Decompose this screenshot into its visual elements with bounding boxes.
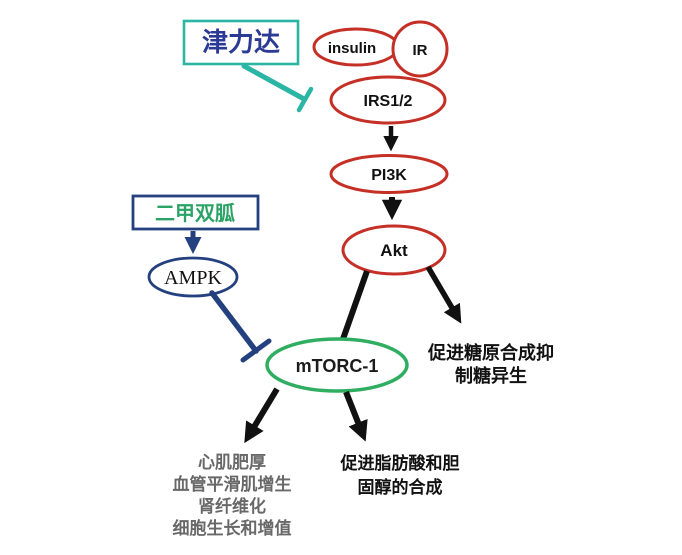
mtorc1-to-lipid-arrow — [343, 390, 368, 442]
ampk-inhibition-tbar — [240, 338, 272, 363]
ampk-inhibition-line — [209, 290, 259, 354]
mtorc1-label: mTORC-1 — [296, 356, 379, 376]
irs12-node — [329, 75, 447, 125]
ir-label: IR — [413, 42, 428, 59]
pathology-line1: 心肌肥厚 — [198, 453, 266, 472]
irs12-label: IRS1/2 — [364, 93, 413, 110]
akt-to-mtorc1-line — [340, 270, 370, 340]
jinlida-inhibition-tbar — [296, 86, 314, 113]
jinlida-inhibition-line — [241, 63, 307, 102]
glycogen-outcome-text: 促进糖原合成抑 制糖异生 — [427, 342, 554, 386]
pathology-outcome-text: 心肌肥厚 血管平滑肌增生 肾纤维化 细胞生长和增值 — [173, 453, 292, 538]
insulin-label: insulin — [328, 40, 376, 57]
metformin-drug-box — [131, 194, 260, 231]
pi3k-label: PI3K — [371, 167, 407, 184]
pi3k-node — [329, 154, 449, 194]
ampk-node — [147, 256, 239, 298]
pathology-line4: 细胞生长和增值 — [173, 518, 292, 538]
metformin-label: 二甲双胍 — [155, 201, 235, 225]
akt-to-glycogen-arrow — [425, 265, 462, 324]
akt-node — [341, 224, 447, 276]
ir-receptor-node — [391, 20, 449, 78]
lipid-outcome-line2: 固醇的合成 — [358, 477, 443, 497]
glycogen-outcome-line2: 制糖异生 — [455, 365, 527, 386]
glycogen-outcome-line1: 促进糖原合成抑 — [427, 342, 554, 363]
lipid-outcome-line1: 促进脂肪酸和胆 — [340, 453, 460, 473]
mtorc1-to-pathology-arrow — [244, 387, 280, 444]
mtorc1-node — [265, 337, 409, 393]
jinlida-drug-box — [182, 19, 300, 66]
pathology-line2: 血管平滑肌增生 — [173, 474, 292, 494]
jinlida-label: 津力达 — [202, 27, 280, 57]
pathology-line3: 肾纤维化 — [198, 496, 266, 516]
lipid-outcome-text: 促进脂肪酸和胆 固醇的合成 — [340, 453, 460, 497]
ampk-label: AMPK — [164, 267, 222, 289]
akt-label: Akt — [380, 241, 408, 260]
